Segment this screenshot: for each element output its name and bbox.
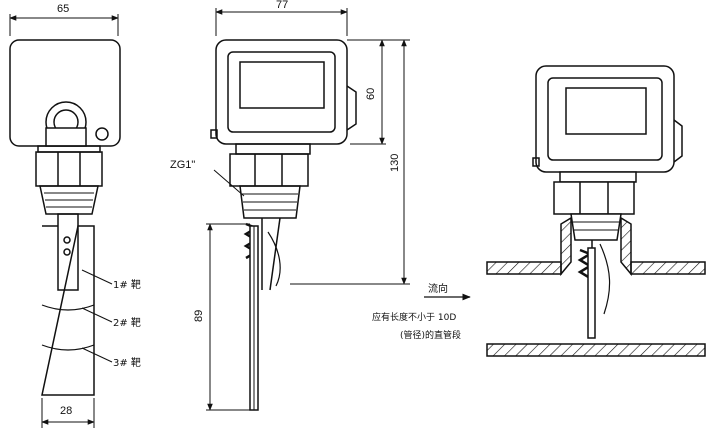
installed-view — [486, 65, 706, 357]
note-line-2: (管径)的直管段 — [400, 329, 461, 341]
paddle-label-3: 3# 靶 — [113, 356, 141, 369]
paddle-label-2: 2# 靶 — [113, 316, 141, 329]
flow-label: 流向 — [428, 282, 448, 295]
dim-paddle-width: 28 — [60, 405, 72, 417]
dim-paddle-length: 89 — [193, 310, 205, 322]
side-view — [9, 14, 121, 428]
thread-label: ZG1" — [170, 159, 195, 171]
front-view — [206, 8, 410, 411]
paddle-label-1: 1# 靶 — [113, 278, 141, 291]
note-line-1: 应有长度不小于 10D — [372, 311, 456, 323]
dim-front-width: 77 — [276, 0, 288, 11]
dim-left-width: 65 — [57, 3, 69, 15]
dim-body-height: 130 — [389, 154, 401, 172]
dim-box-height: 60 — [365, 88, 377, 100]
